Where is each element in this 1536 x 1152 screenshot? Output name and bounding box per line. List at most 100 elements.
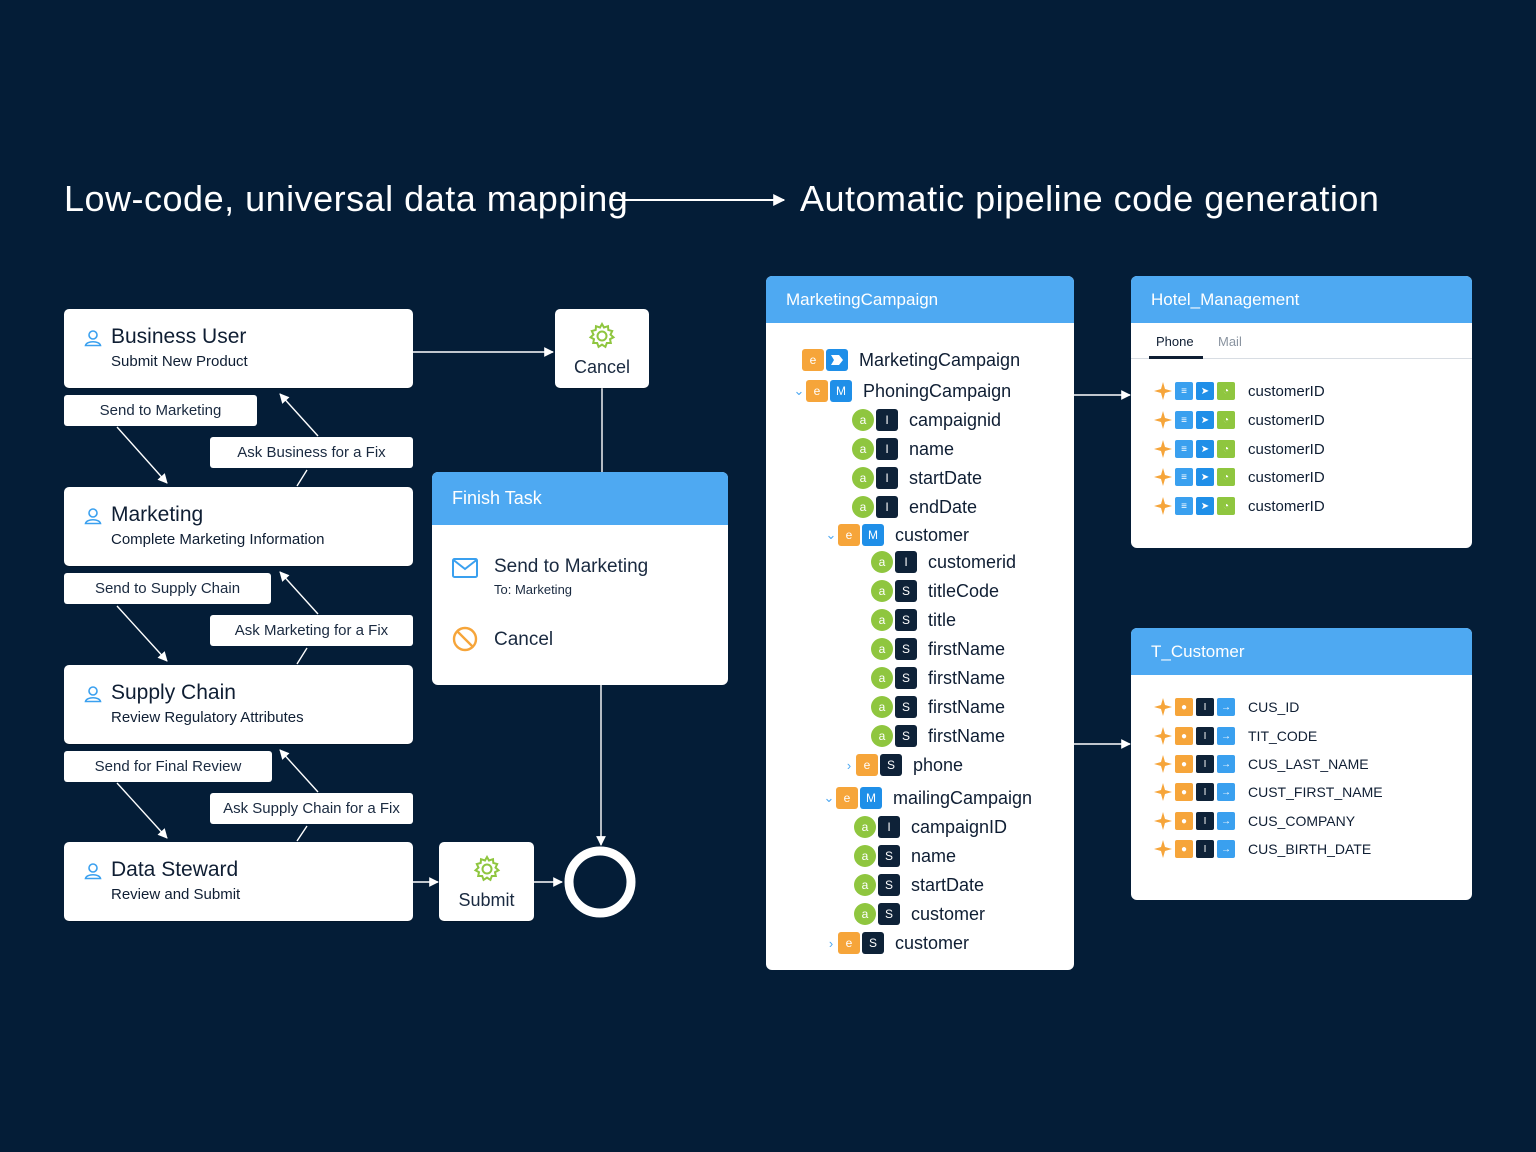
user-icon: [84, 508, 102, 525]
t-customer-field-row[interactable]: ●I→CUS_ID: [1153, 696, 1299, 718]
tab-phone[interactable]: Phone: [1156, 334, 1194, 349]
chevron-icon[interactable]: ›: [846, 757, 852, 773]
finish-send-title: Send to Marketing: [494, 556, 649, 577]
tree-label: customerid: [928, 551, 1017, 572]
clock-icon: ◔: [1217, 382, 1235, 400]
tree-label: startDate: [909, 467, 983, 488]
type-badge: e: [838, 932, 860, 954]
type-badge: a: [871, 609, 893, 631]
transition-back[interactable]: Ask Business for a Fix: [210, 437, 413, 468]
hotel-field-row[interactable]: ≡➤◔customerID: [1153, 495, 1325, 517]
tree-label: customer: [911, 903, 986, 924]
t-customer-field-row[interactable]: ●I→CUST_FIRST_NAME: [1153, 781, 1383, 803]
key-icon: ●: [1175, 812, 1193, 830]
type-badge: a: [854, 903, 876, 925]
type-badge: e: [856, 754, 878, 776]
type-badge: M: [860, 787, 882, 809]
list-icon: ≡: [1175, 411, 1193, 429]
tag-icon: ➤: [1196, 468, 1214, 486]
transition-forward[interactable]: Send to Supply Chain: [64, 573, 271, 604]
list-icon: ≡: [1175, 382, 1193, 400]
type-badge: S: [895, 725, 917, 747]
tag-icon: ➤: [1196, 382, 1214, 400]
type-badge: I: [895, 551, 917, 573]
sparkle-icon: [1154, 755, 1172, 773]
entity-tag-icon: [826, 349, 848, 371]
sparkle-icon: [1154, 382, 1172, 400]
type-badge: S: [880, 754, 902, 776]
tab-mail[interactable]: Mail: [1218, 334, 1242, 349]
type-badge: S: [895, 609, 917, 631]
field-label: TIT_CODE: [1248, 728, 1318, 744]
step-supply-chain[interactable]: Supply Chain Review Regulatory Attribute…: [64, 665, 413, 744]
tree-label: customer: [895, 932, 970, 953]
tree-label: MarketingCampaign: [859, 349, 1021, 370]
step-marketing[interactable]: Marketing Complete Marketing Information: [64, 487, 413, 566]
hotel-field-row[interactable]: ≡➤◔customerID: [1153, 438, 1325, 460]
type-badge: S: [895, 580, 917, 602]
t-customer-header: T_Customer: [1131, 628, 1472, 675]
chevron-icon[interactable]: ⌄: [825, 527, 837, 542]
step-data-steward[interactable]: Data Steward Review and Submit: [64, 842, 413, 921]
chevron-icon[interactable]: ⌄: [793, 383, 805, 398]
tree-label: endDate: [909, 496, 978, 517]
hotel-field-row[interactable]: ≡➤◔customerID: [1153, 466, 1325, 488]
headline-left: Low-code, universal data mapping: [64, 178, 629, 219]
type-badge: a: [852, 409, 874, 431]
tag-icon: ➤: [1196, 411, 1214, 429]
chevron-icon[interactable]: ›: [828, 935, 834, 951]
transition-forward[interactable]: Send for Final Review: [64, 751, 272, 782]
clock-icon: ◔: [1217, 440, 1235, 458]
tab-divider: [1131, 358, 1472, 359]
tree-label: campaignID: [911, 816, 1008, 837]
hotel-management-header: Hotel_Management: [1131, 276, 1472, 323]
type-badge: S: [878, 874, 900, 896]
tree-label: titleCode: [928, 580, 1000, 601]
step-business-user[interactable]: Business User Submit New Product: [64, 309, 413, 388]
finish-cancel-option[interactable]: Cancel: [432, 624, 728, 654]
transition-forward[interactable]: Send to Marketing: [64, 395, 257, 426]
arrow-right-icon: →: [1217, 840, 1235, 858]
hotel-field-row[interactable]: ≡➤◔customerID: [1153, 409, 1325, 431]
chevron-icon[interactable]: ⌄: [823, 790, 835, 805]
t-customer-field-row[interactable]: ●I→TIT_CODE: [1153, 725, 1317, 747]
finish-send-option[interactable]: Send to Marketing To: Marketing: [432, 552, 728, 600]
type-badge: e: [838, 524, 860, 546]
sparkle-icon: [1154, 727, 1172, 745]
field-label: customerID: [1248, 468, 1325, 486]
transition-back[interactable]: Ask Marketing for a Fix: [210, 615, 413, 646]
integer-icon: I: [1196, 812, 1214, 830]
link-forward-1: [116, 426, 168, 484]
finish-task-header: Finish Task: [432, 472, 728, 525]
submit-action-card[interactable]: Submit: [439, 842, 534, 921]
t-customer-field-row[interactable]: ●I→CUS_LAST_NAME: [1153, 753, 1369, 775]
hotel-field-row[interactable]: ≡➤◔customerID: [1153, 380, 1325, 402]
t-customer-field-row[interactable]: ●I→CUS_BIRTH_DATE: [1153, 838, 1371, 860]
t-customer-field-row[interactable]: ●I→CUS_COMPANY: [1153, 810, 1355, 832]
cancel-action-card[interactable]: Cancel: [555, 309, 649, 388]
transition-back[interactable]: Ask Supply Chain for a Fix: [210, 793, 413, 824]
